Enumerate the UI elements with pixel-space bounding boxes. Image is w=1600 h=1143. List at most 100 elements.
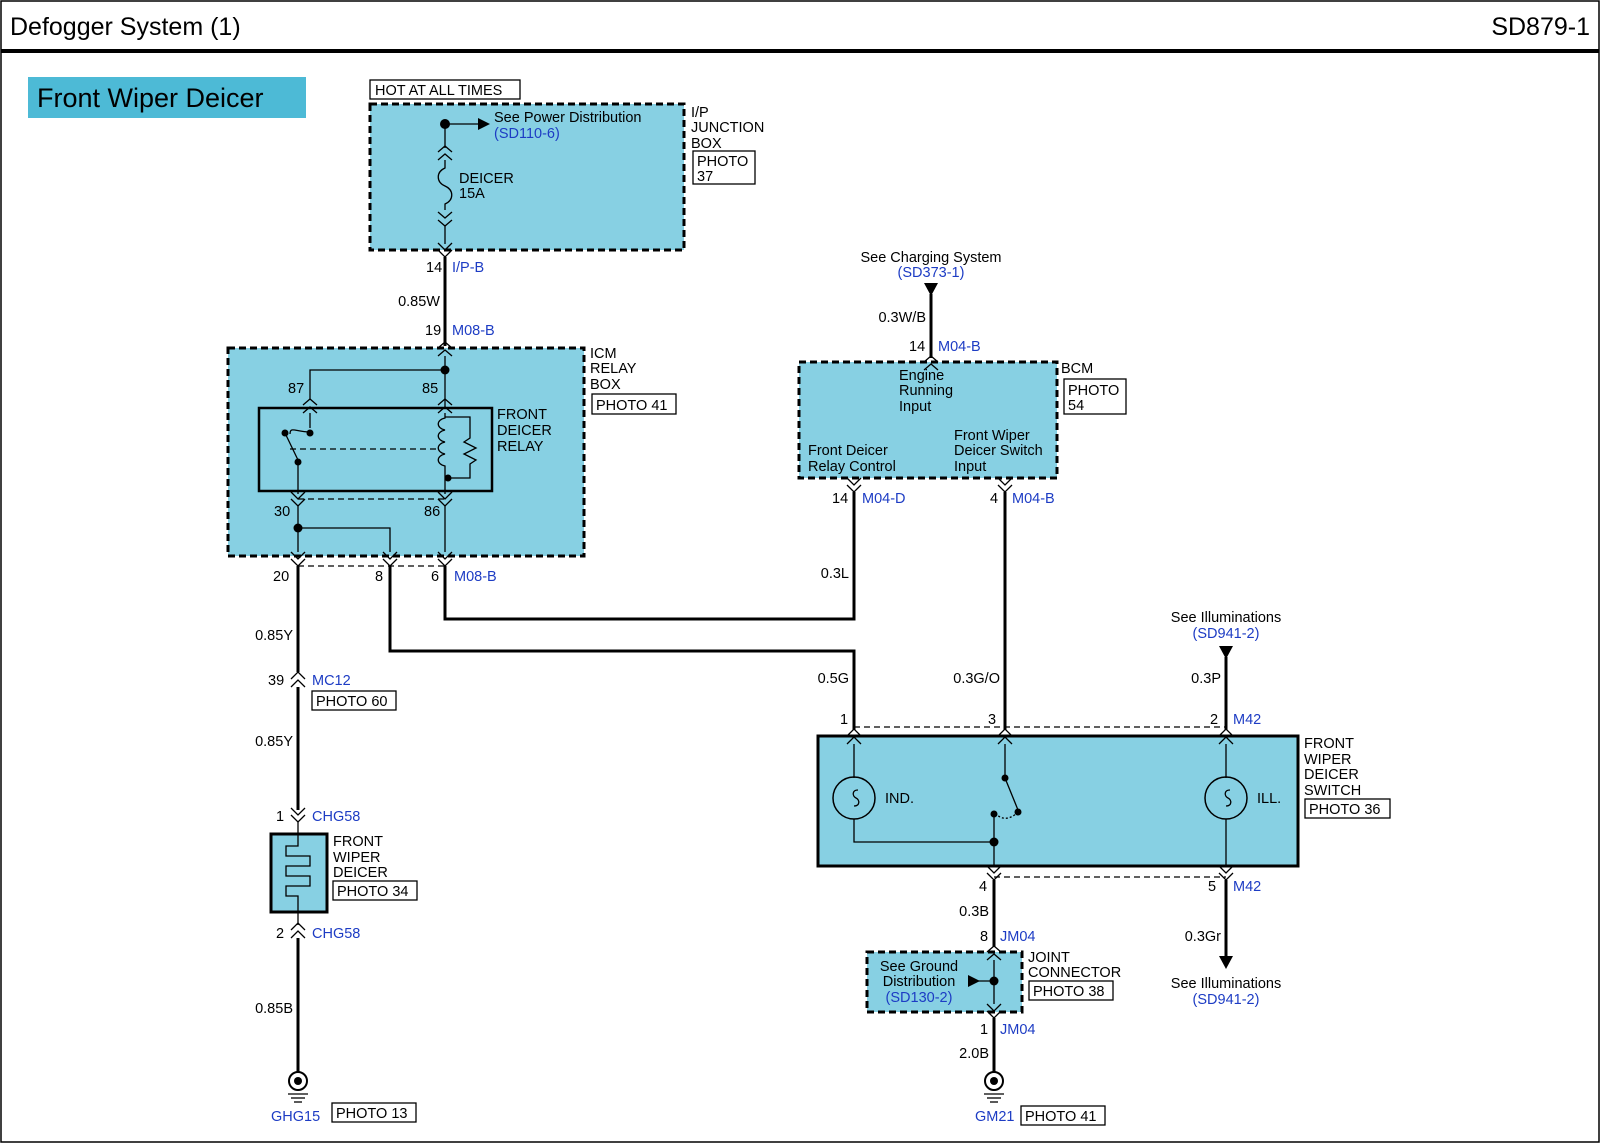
- joint-bot-pin: 1: [980, 1022, 988, 1038]
- switch-ill-label: ILL.: [1257, 791, 1281, 807]
- icm-out-pin-20: 20: [273, 569, 289, 585]
- switch-pin-5: 5: [1208, 879, 1216, 895]
- illum-bot-see-ref: (SD941-2): [1193, 992, 1260, 1008]
- deicer-top-conn: CHG58: [312, 809, 360, 825]
- hot-label: HOT AT ALL TIMES: [375, 83, 502, 99]
- connector-chevron-icon: [986, 865, 1002, 881]
- wire-085y-a-label: 0.85Y: [255, 628, 293, 644]
- mc12-photo-box: [311, 690, 397, 711]
- relay-contact-dot: [444, 474, 452, 482]
- bcm-conn-a: M04-D: [862, 491, 906, 507]
- connector-chevron-icon: [997, 477, 1013, 493]
- mc12-conn: MC12: [312, 673, 351, 689]
- wire-03go-label: 0.3G/O: [953, 671, 1000, 687]
- wire-03p-label: 0.3P: [1191, 671, 1221, 687]
- icm-photo: PHOTO 41: [596, 398, 667, 414]
- illum-top-see-ref: (SD941-2): [1193, 626, 1260, 642]
- switch-name-l4: SWITCH: [1304, 783, 1361, 799]
- bcm-in-conn: M04-B: [938, 339, 981, 355]
- ip-junction-box: [368, 102, 686, 252]
- connector-chevron-icon: [437, 341, 453, 357]
- switch-pin-4: 4: [979, 879, 987, 895]
- fuse-rating: 15A: [459, 186, 485, 202]
- bcm-photo-l1: PHOTO: [1068, 383, 1119, 399]
- icm-out-pin-8: 8: [375, 569, 383, 585]
- switch-pin-3: 3: [988, 712, 996, 728]
- arrow-right-icon: [968, 975, 980, 987]
- connector-chevron-icon: [1218, 865, 1234, 881]
- bcm-switch-l1: Front Wiper: [954, 428, 1030, 444]
- bcm-switch-l3: Input: [954, 459, 986, 475]
- connector-chevron-icon: [437, 145, 453, 161]
- switch-ind-label: IND.: [885, 791, 914, 807]
- mc12-photo: PHOTO 60: [316, 694, 387, 710]
- deicer-photo: PHOTO 34: [337, 884, 408, 900]
- joint-see-l1: See Ground: [880, 959, 958, 975]
- relay-name-l3: RELAY: [497, 439, 544, 455]
- joint-see-l2: Distribution: [883, 974, 956, 990]
- bcm-pin-b: 4: [990, 491, 998, 507]
- relay-coil-icon: [437, 413, 446, 478]
- joint-top-pin: 8: [980, 929, 988, 945]
- charging-see-ref: (SD373-1): [898, 265, 965, 281]
- icm-name-l1: ICM: [590, 346, 617, 362]
- front-wiper-deicer: [269, 832, 329, 914]
- connector-chevron-icon: [986, 945, 1002, 961]
- relay-terminal-85: 85: [422, 381, 438, 397]
- connector-chevron-icon: [846, 728, 862, 745]
- joint-top-conn: JM04: [1000, 929, 1035, 945]
- joint-name-l1: JOINT: [1028, 950, 1070, 966]
- icm-out-pin-6: 6: [431, 569, 439, 585]
- relay-terminal-86: 86: [424, 504, 440, 520]
- switch-pin-2: 2: [1210, 712, 1218, 728]
- icm-in-conn: M08-B: [452, 323, 495, 339]
- switch-splice-dot: [989, 837, 999, 847]
- arrow-down-icon: [924, 283, 938, 296]
- bcm-in-pin: 14: [909, 339, 925, 355]
- bcm-pin-a: 14: [832, 491, 848, 507]
- icm-in-pin: 19: [425, 323, 441, 339]
- relay-resistor-icon: [445, 416, 478, 479]
- arrow-right-icon: [478, 118, 490, 130]
- ip-name-l3: BOX: [691, 136, 722, 152]
- switch-name-l2: WIPER: [1304, 752, 1352, 768]
- wire-085y-b-label: 0.85Y: [255, 734, 293, 750]
- bcm-relay-l1: Front Deicer: [808, 443, 888, 459]
- wire-03b-label: 0.3B: [959, 904, 989, 920]
- deicer-bot-pin: 2: [276, 926, 284, 942]
- bcm-engine-l1: Engine: [899, 368, 944, 384]
- deicer-name-l3: DEICER: [333, 865, 388, 881]
- icm-photo-box: [591, 393, 677, 415]
- section-title-bg: [28, 77, 306, 118]
- connector-chevron-icon: [290, 671, 306, 688]
- connector-chevron-icon: [923, 355, 939, 371]
- front-wiper-deicer-switch: [816, 734, 1300, 868]
- ground1-photo: PHOTO 13: [336, 1106, 407, 1122]
- switch-wire-ind: [853, 819, 994, 843]
- illum-top-see-text: See Illuminations: [1171, 610, 1281, 626]
- switch-arm: [1004, 777, 1019, 811]
- wire-20b-label: 2.0B: [959, 1046, 989, 1062]
- ground2-photo-box: [1020, 1105, 1106, 1126]
- ip-see-ref: (SD110-6): [494, 126, 560, 142]
- ip-name-l1: I/P: [691, 105, 709, 121]
- wire-05g: [388, 566, 856, 730]
- ground1-photo-box: [331, 1102, 417, 1123]
- ip-photo-l2: 37: [697, 169, 713, 185]
- switch-name-l3: DEICER: [1304, 767, 1359, 783]
- connector-chevron-icon: [290, 922, 306, 939]
- wire-03wb-label: 0.3W/B: [878, 310, 926, 326]
- arrow-down-icon: [1219, 956, 1233, 969]
- bcm-engine-l2: Running: [899, 383, 953, 399]
- ground2-name: GM21: [975, 1109, 1015, 1125]
- switch-conn-top: M42: [1233, 712, 1261, 728]
- connector-chevron-icon: [290, 807, 306, 823]
- joint-name-l2: CONNECTOR: [1028, 965, 1121, 981]
- connector-chevron-icon: [846, 477, 862, 493]
- fuse-icon: [437, 160, 453, 210]
- bcm-switch-l2: Deicer Switch: [954, 443, 1043, 459]
- icm-wire-8: [298, 527, 391, 552]
- bcm-conn-b: M04-B: [1012, 491, 1055, 507]
- ip-see-text: See Power Distribution: [494, 110, 642, 126]
